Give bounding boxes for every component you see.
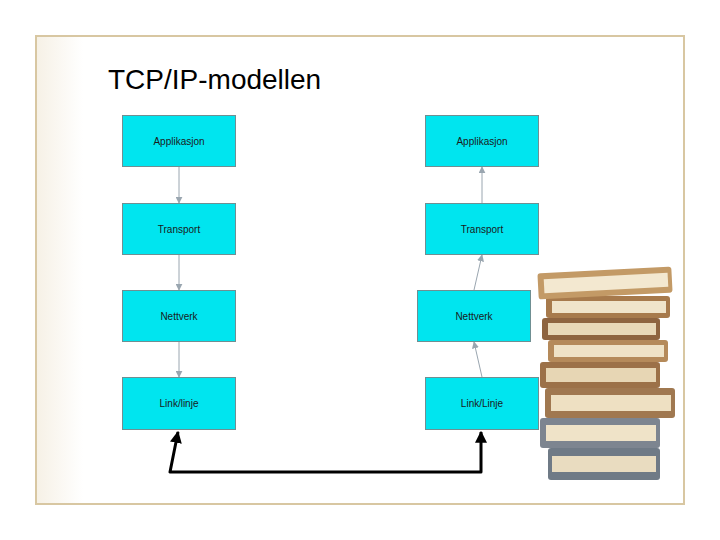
layer-name: Transport [158,224,200,235]
layer-name: Applikasjon [456,136,507,147]
book-stack [537,267,675,480]
flow-arrow [474,255,482,290]
layer-name: Transport [461,224,503,235]
layer-box: Applikasjon [122,115,236,167]
layer-name: Nettverk [455,311,492,322]
flow-arrow [179,255,180,290]
layer-name: Link/linje [160,398,199,409]
flow-arrow [482,167,483,203]
layer-box: Transport [425,203,539,255]
slide-title: TCP/IP-modellen [108,64,321,96]
layer-name: Applikasjon [153,136,204,147]
link-connector [170,432,481,472]
layer-box: Applikasjon [425,115,539,167]
layer-name: Link/Linje [461,398,503,409]
flow-arrow [179,167,180,203]
layer-box: Link/Linje [425,377,539,430]
layer-box: Link/linje [122,377,236,430]
layer-box: Nettverk [122,290,236,342]
flow-arrow [179,342,180,377]
layer-box: Nettverk [417,290,531,342]
flow-arrow [474,342,482,377]
layer-name: Nettverk [160,311,197,322]
layer-box: Transport [122,203,236,255]
